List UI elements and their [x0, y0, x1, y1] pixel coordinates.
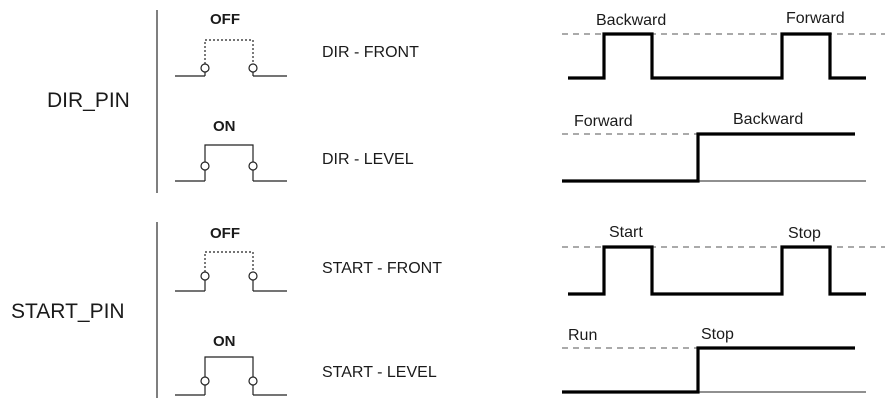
waveform-label: Forward [786, 10, 845, 27]
group-dir-pin: DIR_PIN OFF DIR - FRONT Backward Forward [47, 10, 885, 193]
closed-switch-icon [175, 144, 287, 182]
group-start-pin: START_PIN OFF START - FRONT Start Stop [11, 222, 885, 398]
row-start-front: OFF START - FRONT Start Stop [175, 224, 885, 296]
switch-state-label: ON [213, 118, 236, 135]
switch-state-label: OFF [210, 225, 240, 242]
switch-state-label: ON [213, 333, 236, 350]
pulse-waveform [562, 32, 885, 80]
mode-label: DIR - FRONT [322, 44, 419, 61]
closed-switch-icon [175, 356, 287, 396]
mode-label: DIR - LEVEL [322, 151, 414, 168]
open-switch-icon [175, 251, 287, 292]
level-waveform [562, 132, 866, 183]
waveform-label: Start [609, 224, 643, 241]
row-dir-front: OFF DIR - FRONT Backward Forward [175, 10, 885, 80]
waveform-label: Forward [574, 113, 633, 130]
waveform-label: Run [568, 327, 597, 344]
row-start-level: ON START - LEVEL Run Stop [175, 326, 866, 396]
row-dir-level: ON DIR - LEVEL Forward Backward [175, 111, 866, 183]
waveform-label: Stop [701, 326, 734, 343]
group-label-start-pin: START_PIN [11, 300, 125, 323]
mode-label: START - LEVEL [322, 364, 437, 381]
level-waveform [562, 346, 866, 394]
switch-state-label: OFF [210, 11, 240, 28]
waveform-label: Backward [733, 111, 803, 128]
mode-label: START - FRONT [322, 260, 442, 277]
group-label-dir-pin: DIR_PIN [47, 89, 130, 112]
open-switch-icon [175, 39, 287, 77]
waveform-label: Stop [788, 225, 821, 242]
waveform-label: Backward [596, 12, 666, 29]
pulse-waveform [562, 245, 885, 296]
